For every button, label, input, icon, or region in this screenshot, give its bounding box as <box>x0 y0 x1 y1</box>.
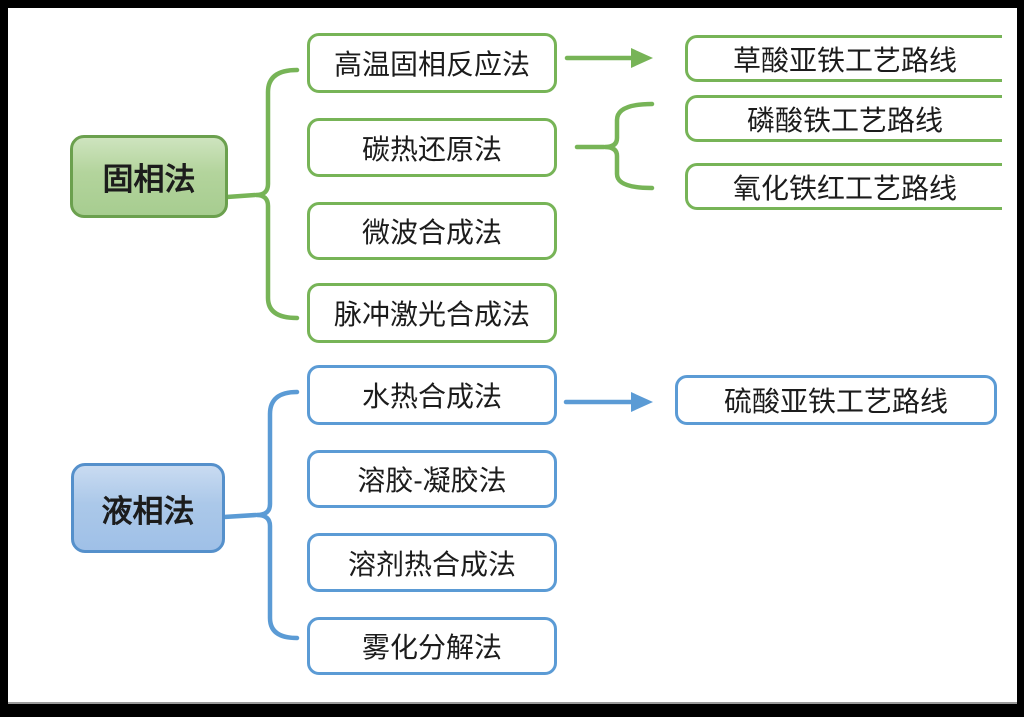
node-carbothermal-reduction: 碳热还原法 <box>307 118 557 177</box>
node-liquid-phase-method: 液相法 <box>71 463 225 553</box>
node-label: 溶胶-凝胶法 <box>357 465 507 496</box>
node-label: 氧化铁红工艺路线 <box>732 172 957 204</box>
node-label: 液相法 <box>101 493 195 529</box>
node-label: 溶剂热合成法 <box>347 548 516 580</box>
node-ferrous-sulfate-route: 硫酸亚铁工艺路线 <box>675 375 997 425</box>
node-high-temp-solid-state-reaction: 高温固相反应法 <box>307 33 557 93</box>
node-iron-oxide-red-route: 氧化铁红工艺路线 <box>685 163 1002 210</box>
node-iron-phosphate-route: 磷酸铁工艺路线 <box>685 95 1002 142</box>
solid-parent-connector-line <box>224 192 258 200</box>
node-solid-phase-method: 固相法 <box>70 135 228 218</box>
node-label: 硫酸亚铁工艺路线 <box>723 386 948 417</box>
node-ferrous-oxalate-route: 草酸亚铁工艺路线 <box>685 35 1002 82</box>
node-sol-gel-method: 溶胶-凝胶法 <box>307 450 557 508</box>
liquid-parent-connector-line <box>221 512 259 520</box>
liquid-route-arrow <box>563 392 653 412</box>
node-label: 固相法 <box>102 162 196 197</box>
node-label: 草酸亚铁工艺路线 <box>732 44 957 76</box>
node-microwave-synthesis: 微波合成法 <box>307 202 557 260</box>
solid-group-brace <box>255 67 300 321</box>
liquid-group-brace <box>256 389 300 641</box>
node-label: 水热合成法 <box>361 381 502 412</box>
node-pulsed-laser-synthesis: 脉冲激光合成法 <box>307 283 557 343</box>
node-label: 高温固相反应法 <box>333 49 530 80</box>
node-label: 磷酸铁工艺路线 <box>746 104 943 136</box>
carbothermal-brace <box>604 101 655 191</box>
node-solvothermal-synthesis: 溶剂热合成法 <box>307 533 557 592</box>
node-atomization-decomposition: 雾化分解法 <box>307 617 557 675</box>
node-label: 碳热还原法 <box>361 133 502 165</box>
diagram-canvas: 固相法 高温固相反应法 碳热还原法 微波合成法 脉冲激光合成法 草酸亚铁工艺路线… <box>8 8 1017 704</box>
node-label: 雾化分解法 <box>361 632 502 663</box>
node-label: 微波合成法 <box>361 217 502 248</box>
solid-route-arrow <box>564 48 653 68</box>
node-hydrothermal-synthesis: 水热合成法 <box>307 365 557 425</box>
node-label: 脉冲激光合成法 <box>333 299 530 330</box>
